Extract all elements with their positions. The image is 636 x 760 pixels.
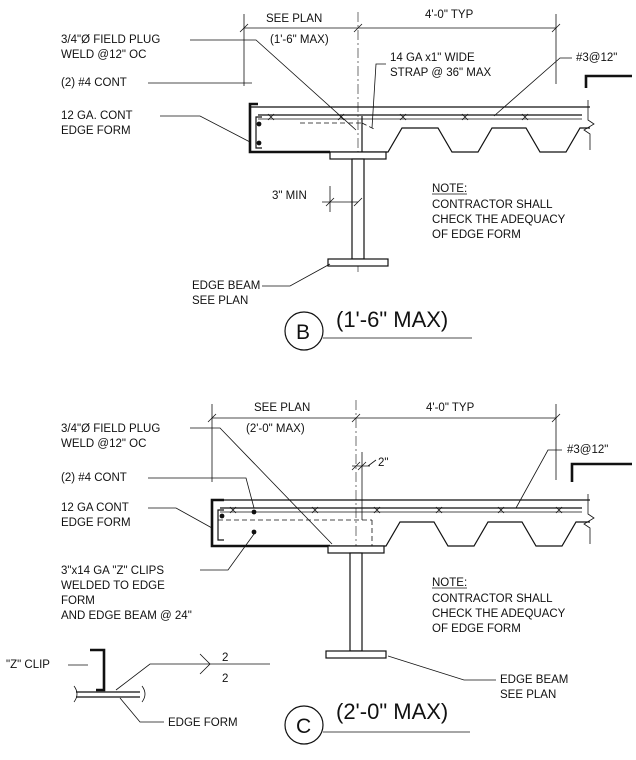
strap-label-2: STRAP @ 36" MAX (390, 67, 492, 79)
detail-title-c: (2'-0" MAX) (336, 699, 448, 724)
beam-web-c (349, 552, 363, 652)
dim-max: (2'-0" MAX) (246, 423, 305, 435)
detail-title-b: (1'-6" MAX) (336, 307, 448, 332)
weld-size-top: 2 (222, 652, 228, 664)
edge-form-label-1: 12 GA CONT (61, 502, 129, 514)
note-line-1: CONTRACTOR SHALL (432, 199, 553, 211)
beam-bottom-flange-c (325, 650, 387, 659)
dim-max: (1'-6" MAX) (270, 34, 329, 46)
field-plug-label-1: 3/4"Ø FIELD PLUG (61, 34, 160, 46)
note-title: NOTE: (432, 183, 467, 195)
detail-c: SEE PLAN (2'-0" MAX) 4'-0" TYP 2" (61, 400, 632, 745)
beam-label-2: SEE PLAN (500, 689, 556, 701)
beam-top-flange-b (329, 151, 387, 160)
beam-web-b (351, 158, 365, 260)
dim-see-plan: SEE PLAN (266, 13, 322, 25)
strap-label-1: 14 GA x1" WIDE (390, 52, 475, 64)
note-title: NOTE: (432, 577, 467, 589)
edge-form-label-1: 12 GA. CONT (61, 110, 133, 122)
edge-form-label-2: EDGE FORM (61, 517, 131, 529)
note-line-1: CONTRACTOR SHALL (432, 593, 553, 605)
note-line-3: OF EDGE FORM (432, 623, 521, 635)
dim-typical: 4'-0" TYP (426, 402, 475, 414)
rebar-hook-icon (570, 462, 632, 482)
min-dim-label: 3" MIN (272, 190, 307, 202)
zclip-label-2: WELDED TO EDGE (61, 580, 165, 592)
detail-b: SEE PLAN (1'-6" MAX) 4'-0" TYP (61, 9, 632, 351)
rebar-crosses-c (229, 506, 563, 514)
note-line-2: CHECK THE ADEQUACY (432, 214, 566, 226)
note-line-2: CHECK THE ADEQUACY (432, 608, 566, 620)
rebar-top-label: #3@12" (576, 52, 617, 64)
cont-bars-label: (2) #4 CONT (61, 472, 127, 484)
detail-bubble-c (284, 705, 324, 745)
dim-see-plan: SEE PLAN (254, 402, 310, 414)
detail-letter-c: C (296, 715, 311, 738)
note-line-3: OF EDGE FORM (432, 229, 521, 241)
dim-2in: 2" (378, 457, 388, 469)
dim-typical: 4'-0" TYP (425, 9, 474, 21)
edge-form-detail-label: EDGE FORM (168, 717, 238, 729)
cont-bars-label: (2) #4 CONT (61, 77, 127, 89)
zclip-label-1: 3"x14 GA "Z" CLIPS (61, 565, 164, 577)
zclip-detail-label: "Z" CLIP (6, 659, 50, 671)
zclip-label-4: AND EDGE BEAM @ 24" (61, 610, 192, 622)
field-plug-label-2: WELD @12" OC (61, 49, 146, 61)
weld-size-bottom: 2 (222, 673, 228, 685)
zclip-label-3: FORM (61, 595, 95, 607)
zclip-shape-icon (90, 648, 106, 692)
rebar-top-label: #3@12" (567, 444, 608, 456)
edge-form-label-2: EDGE FORM (61, 125, 131, 137)
beam-top-flange-c (327, 545, 385, 554)
detail-bubble-b (284, 311, 324, 351)
zclip-detail: "Z" CLIP 2 2 EDGE FORM (6, 648, 270, 729)
beam-label-2: SEE PLAN (192, 295, 248, 307)
detail-letter-b: B (296, 321, 310, 344)
beam-label-1: EDGE BEAM (192, 280, 260, 292)
beam-bottom-flange-b (327, 258, 389, 267)
field-plug-label-1: 3/4"Ø FIELD PLUG (61, 423, 160, 435)
beam-label-1: EDGE BEAM (500, 674, 568, 686)
field-plug-label-2: WELD @12" OC (61, 438, 146, 450)
rebar-hook-icon (584, 74, 632, 88)
